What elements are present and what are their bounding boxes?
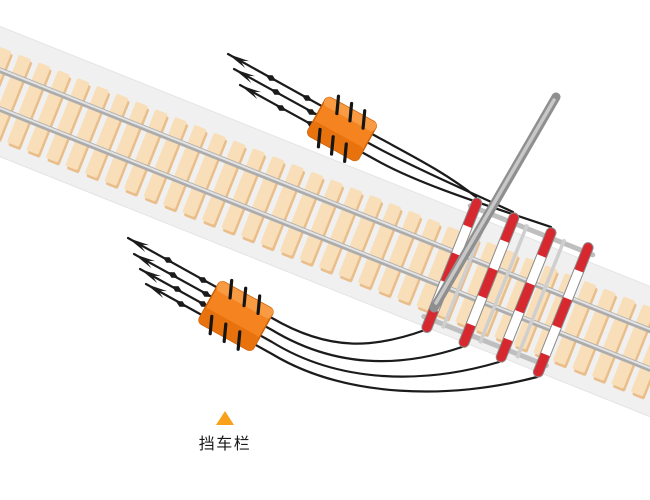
barrier-post [478,223,530,344]
cable [132,252,464,363]
barrier-label: 挡车栏 [170,410,280,453]
cable-arrow-icon [132,250,156,269]
rail-highlight [0,32,650,369]
barrier-marker-icon [216,411,234,425]
cable-arrow-icon [126,234,150,253]
machine-front-face [198,308,259,351]
barrier-post [515,238,567,359]
cable [144,282,539,393]
rail-upper [0,31,650,371]
cable [238,83,553,229]
railway-track [0,0,650,444]
machine-cable-lashings [208,278,262,351]
rail-lower [0,65,650,405]
cable-arrow-icon [226,50,250,69]
pole-highlight [434,98,556,305]
machine-cable-lashings [316,94,367,163]
rail-highlight [0,65,650,402]
drive-machine-lower [198,278,274,351]
cable [138,267,501,378]
cable [126,236,427,345]
cable-bundle-lower [126,236,539,393]
barrier-marker-triangle [216,411,234,425]
cable [226,52,478,199]
barrier-label-text: 挡车栏 [198,434,252,453]
drive-machine-upper [307,94,377,163]
cable-arrow-icon [238,81,262,100]
barrier-pole-raised [429,92,561,313]
cable-bead-icon [269,86,283,98]
